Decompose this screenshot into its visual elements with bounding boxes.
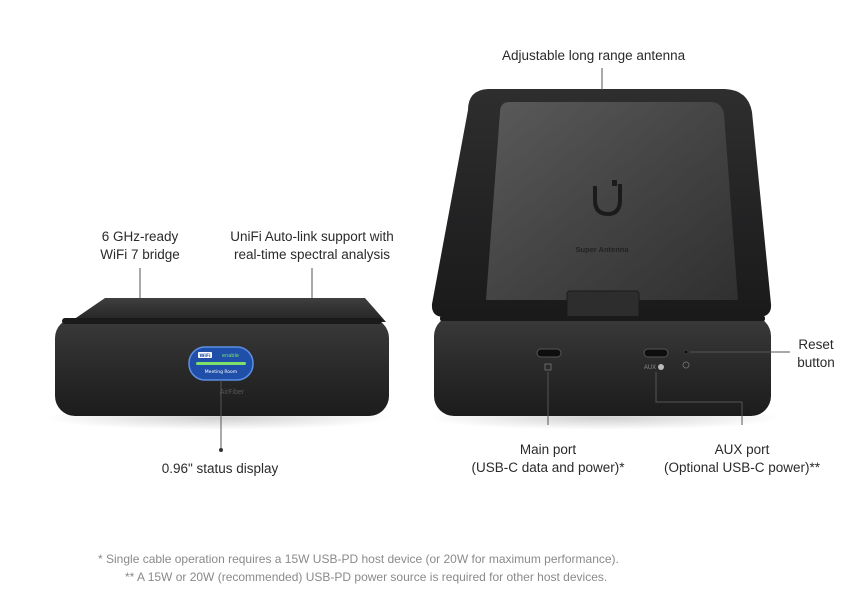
aux-port-callout-line1: AUX port bbox=[714, 442, 770, 457]
callout-dots bbox=[219, 448, 223, 452]
main-port-callout-line1: Main port bbox=[519, 442, 577, 457]
wifi-callout-line2: WiFi 7 bridge bbox=[100, 247, 180, 262]
autolink-callout: UniFi Auto-link support with real-time s… bbox=[216, 228, 408, 264]
ubiquiti-logo-icon bbox=[593, 180, 622, 217]
device-base bbox=[434, 316, 771, 416]
autolink-callout-line2: real-time spectral analysis bbox=[233, 247, 391, 262]
reset-button[interactable] bbox=[683, 349, 689, 355]
aux-port-leader bbox=[655, 372, 743, 425]
screen-status: enable bbox=[222, 353, 239, 359]
brand-label: AirFiber bbox=[220, 389, 245, 396]
status-display: WiFi enable Meeting Room bbox=[188, 346, 254, 381]
reset-callout-line1: Reset bbox=[798, 337, 834, 352]
autolink-callout-line1: UniFi Auto-link support with bbox=[230, 229, 394, 244]
reset-callout: Reset button bbox=[786, 336, 846, 372]
footnote-2: ** A 15W or 20W (recommended) USB-PD pow… bbox=[125, 570, 608, 584]
aux-label: AUX bbox=[644, 365, 656, 371]
screen-caption: Meeting Room bbox=[205, 369, 237, 375]
aux-port-callout: AUX port (Optional USB-C power)** bbox=[650, 441, 834, 477]
data-icon bbox=[544, 363, 552, 371]
aux-port-callout-line2: (Optional USB-C power)** bbox=[663, 460, 821, 475]
device-lid bbox=[70, 298, 386, 322]
bridge-device-front: WiFi enable Meeting Room AirFiber bbox=[43, 298, 393, 430]
status-display-callout: 0.96" status display bbox=[161, 461, 279, 476]
reset-callout-line2: button bbox=[797, 355, 835, 370]
footnote-1: * Single cable operation requires a 15W … bbox=[98, 552, 619, 566]
main-port-callout-line2: (USB-C data and power)* bbox=[471, 460, 625, 475]
reset-icon bbox=[682, 361, 690, 369]
aux-usbc-port bbox=[643, 348, 669, 358]
bridge-device-rear: Super Antenna AUX bbox=[426, 89, 782, 430]
screen-tag: WiFi bbox=[199, 353, 211, 359]
main-usbc-port bbox=[536, 348, 562, 358]
wifi-callout: 6 GHz-ready WiFi 7 bridge bbox=[80, 228, 200, 264]
antenna-callout: Adjustable long range antenna bbox=[502, 48, 686, 63]
wifi-callout-line1: 6 GHz-ready bbox=[101, 229, 179, 244]
antenna-label: Super Antenna bbox=[575, 245, 629, 254]
callout-lines bbox=[139, 68, 790, 450]
main-port-callout: Main port (USB-C data and power)* bbox=[463, 441, 633, 477]
antenna-panel bbox=[486, 102, 738, 300]
power-icon bbox=[658, 364, 664, 370]
